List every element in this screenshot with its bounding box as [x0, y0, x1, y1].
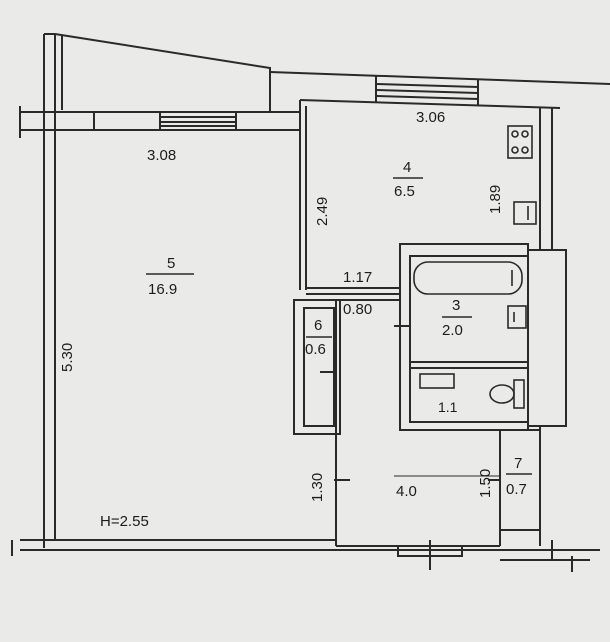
closet-6-outer — [293, 299, 341, 435]
dim-1-30: 1.30 — [309, 473, 326, 502]
stove-icon — [507, 125, 533, 159]
dim-0-80: 0.80 — [343, 301, 372, 318]
washbasin-icon — [507, 305, 527, 329]
bathtub-icon — [413, 261, 523, 295]
dim-3-06: 3.06 — [416, 109, 445, 126]
dim-1-17: 1.17 — [343, 269, 372, 286]
ceiling-height: H=2.55 — [100, 513, 149, 530]
room-4-area: 6.5 — [394, 183, 415, 200]
labels: 3.08 3.06 2.49 1.89 4 6.5 5 16.9 1.17 0.… — [59, 109, 532, 530]
room-7-number: 7 — [514, 455, 522, 472]
dim-1-50: 1.50 — [477, 469, 494, 498]
window-pane — [375, 95, 479, 100]
wall-top-slant — [44, 33, 271, 112]
room-3-area: 2.0 — [442, 322, 463, 339]
small-sink-icon — [419, 373, 455, 389]
window-pane — [375, 89, 479, 94]
room-5-number: 5 — [167, 255, 175, 272]
room-2-area: 1.1 — [438, 399, 458, 415]
room-3-number: 3 — [452, 297, 460, 314]
room-6-area: 0.6 — [305, 341, 326, 358]
wall-top-right-inner — [299, 99, 561, 109]
room-1-area: 4.0 — [396, 483, 417, 500]
walls — [11, 33, 610, 572]
room-7-area: 0.7 — [506, 481, 527, 498]
closet-6-inner — [303, 307, 335, 427]
sink-icon — [513, 201, 537, 225]
window-pane — [375, 83, 479, 88]
toilet-icon — [489, 379, 525, 409]
dim-3-08: 3.08 — [147, 147, 176, 164]
room-4-number: 4 — [403, 159, 411, 176]
ventilation-shaft — [527, 249, 567, 427]
room-5-area: 16.9 — [148, 281, 177, 298]
dim-2-49: 2.49 — [314, 197, 331, 226]
dim-5-30: 5.30 — [59, 343, 76, 372]
wall-top-right-outer — [269, 71, 610, 85]
dim-1-89: 1.89 — [487, 185, 504, 214]
room-6-number: 6 — [314, 317, 322, 334]
